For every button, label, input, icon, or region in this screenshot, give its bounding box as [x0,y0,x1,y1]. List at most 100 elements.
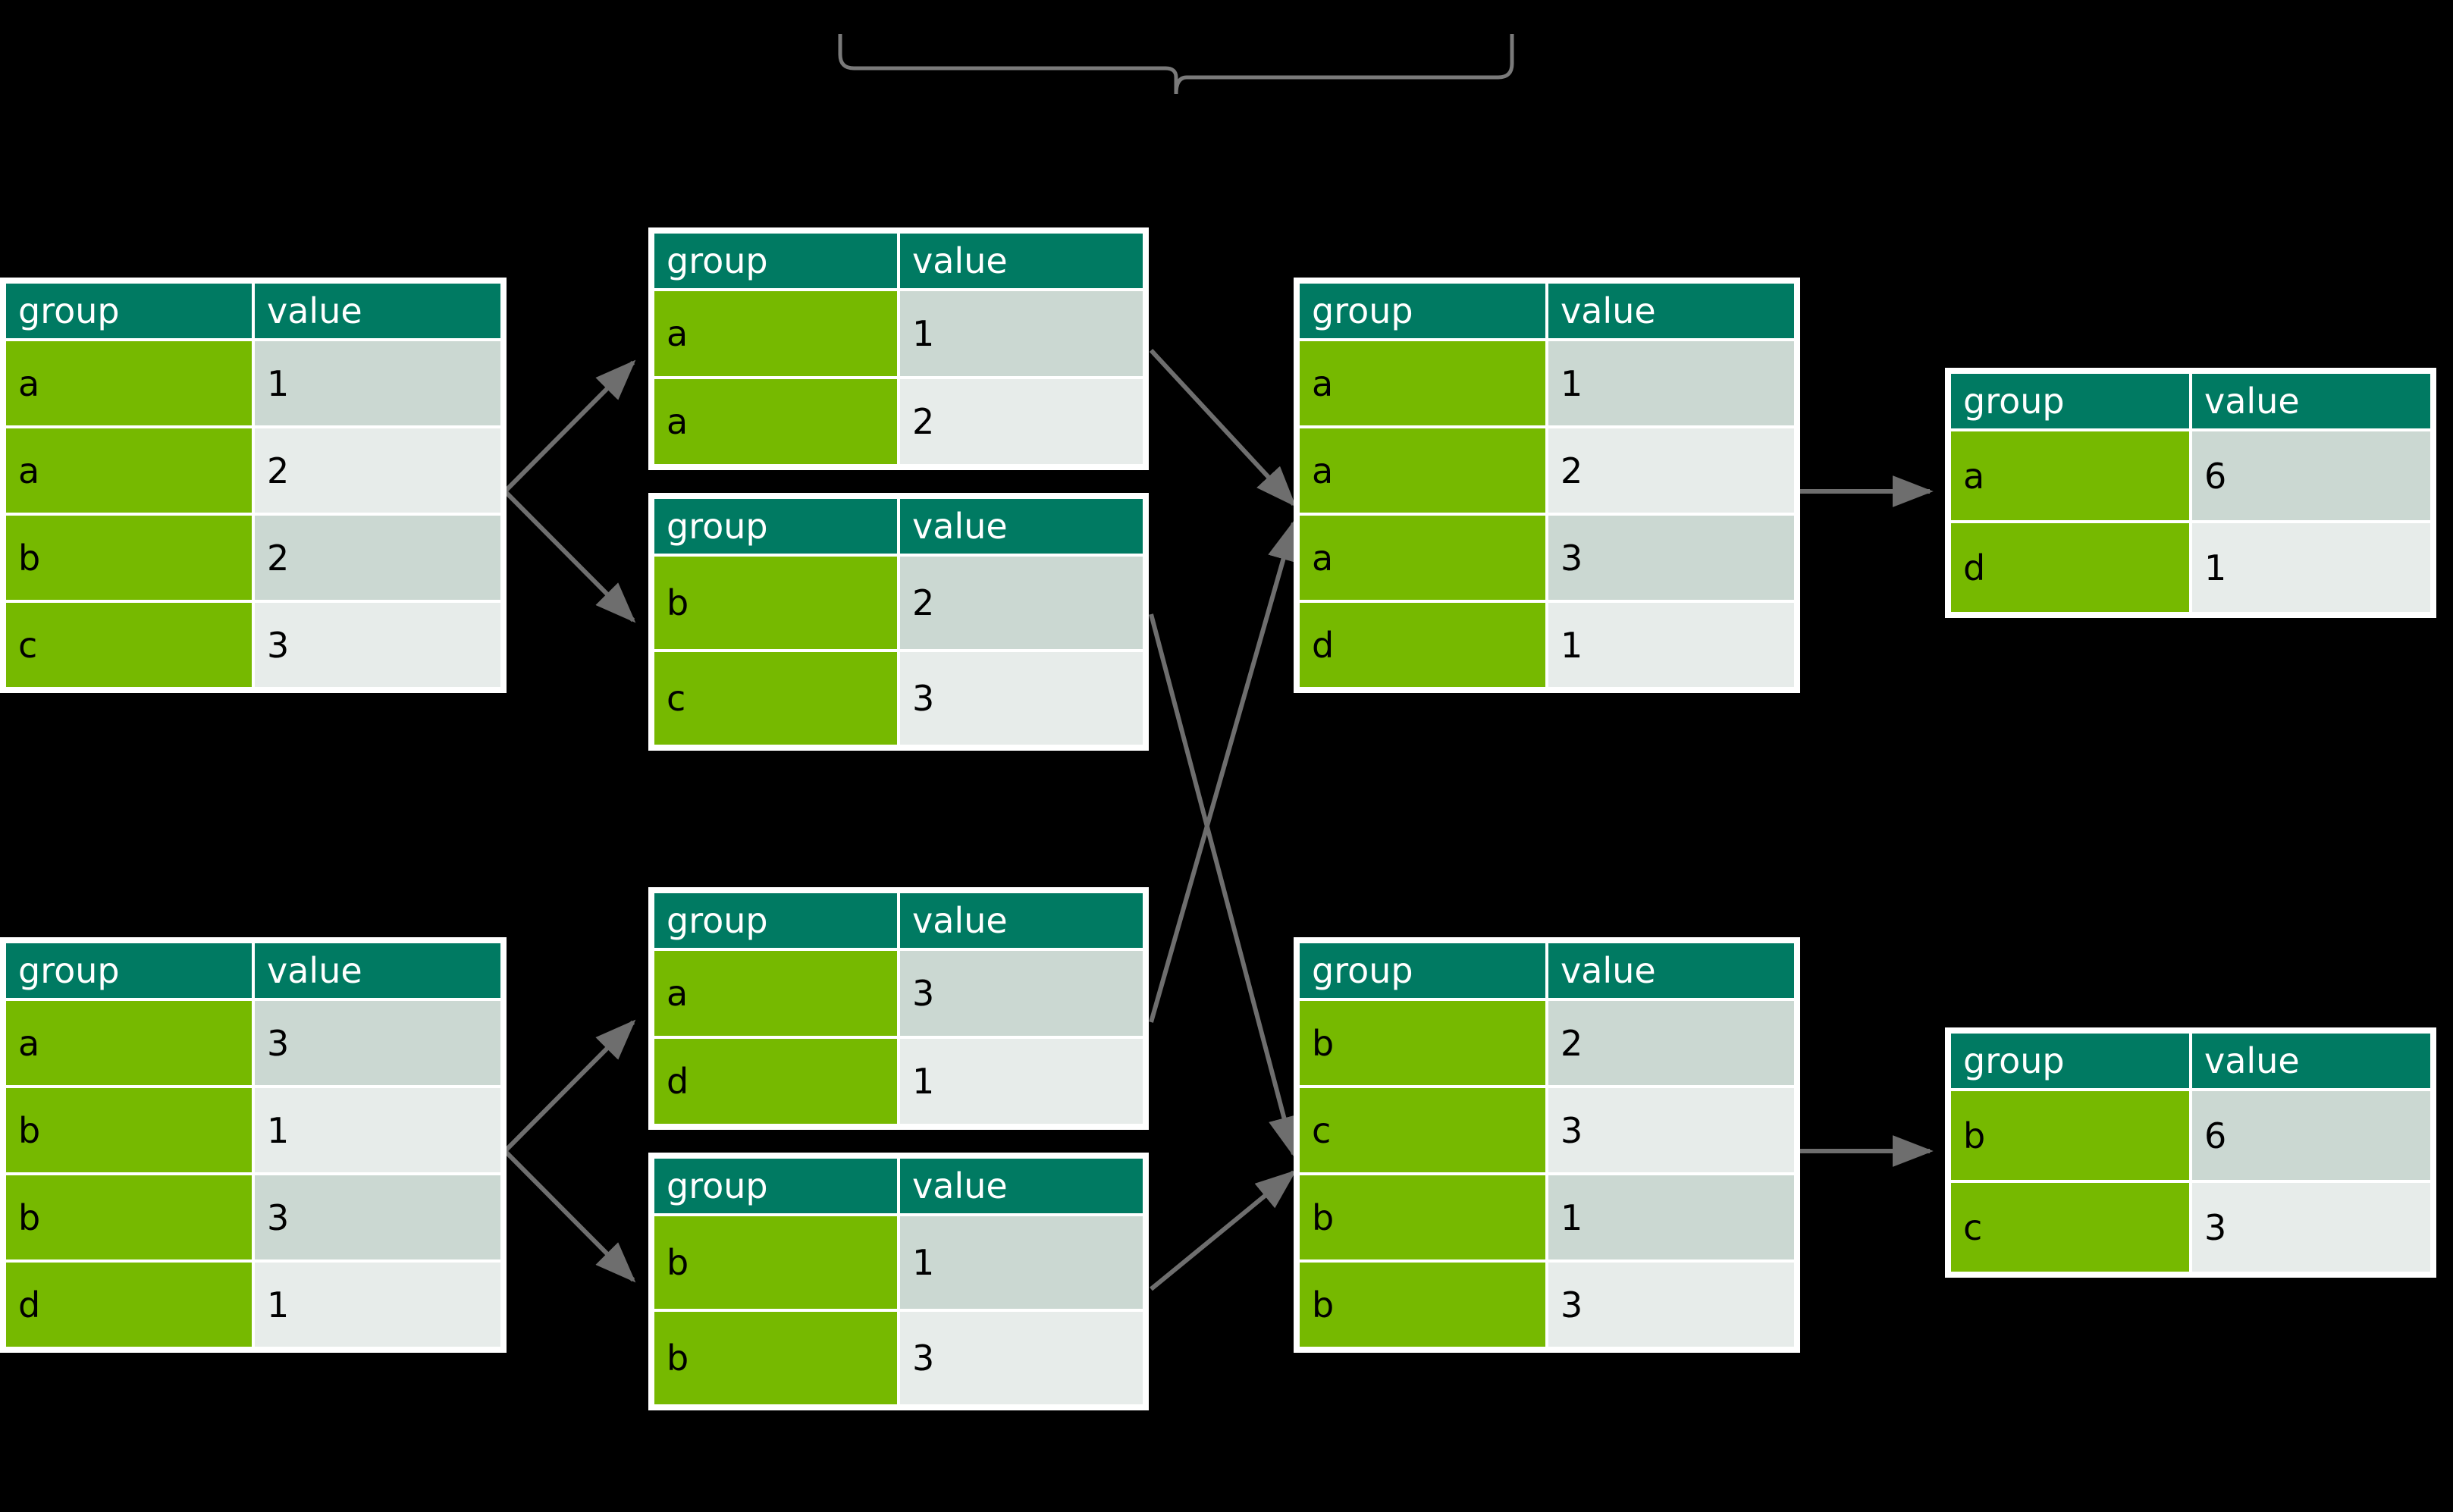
column-header-value: value [2192,1034,2430,1088]
cell-value: 1 [2192,523,2430,612]
cell-group: a [1951,431,2189,520]
cell-value: 6 [2192,1091,2430,1180]
cell-group: b [1300,1175,1545,1259]
column-header-value: value [255,284,500,338]
cell-value: 1 [900,1039,1143,1124]
edge-shuffle-1a-to-a [1149,348,1297,507]
cell-group: c [1951,1183,2189,1272]
cell-group: b [654,557,897,649]
cell-value: 2 [255,428,500,513]
cell-group: a [1300,341,1545,425]
top-brace-icon [838,34,1514,95]
column-header-group: group [1951,1034,2189,1088]
column-header-value: value [1548,284,1794,338]
cell-group: b [1300,1001,1545,1085]
cell-group: b [1951,1091,2189,1180]
cell-group: d [6,1263,252,1347]
cell-group: a [6,1001,252,1085]
column-header-group: group [1951,374,2189,428]
cell-value: 2 [1548,428,1794,513]
cell-value: 3 [255,1175,500,1259]
edge-shuffle-2b-to-b [1150,1169,1297,1291]
column-header-value: value [2192,374,2430,428]
cell-group: a [654,291,897,376]
column-header-group: group [1300,943,1545,998]
cell-value: 6 [2192,431,2430,520]
cell-value: 1 [255,1088,500,1172]
cell-value: 2 [900,557,1143,649]
cell-value: 3 [900,652,1143,745]
column-header-group: group [6,284,252,338]
cell-group: d [1951,523,2189,612]
cell-group: b [6,516,252,600]
cell-group: a [6,341,252,425]
cell-value: 1 [1548,603,1794,687]
cell-value: 2 [900,379,1143,464]
cell-group: b [1300,1263,1545,1347]
column-header-group: group [6,943,252,998]
column-header-value: value [900,1159,1143,1213]
column-header-value: value [900,499,1143,554]
edge-shuffle-2a-to-a [1149,519,1299,1023]
cell-group: c [654,652,897,745]
cell-value: 3 [900,1312,1143,1404]
cell-group: c [1300,1088,1545,1172]
cell-value: 2 [1548,1001,1794,1085]
cell-group: a [1300,516,1545,600]
cell-group: b [6,1175,252,1259]
column-header-value: value [1548,943,1794,998]
cell-value: 3 [1548,516,1794,600]
cell-value: 1 [255,1263,500,1347]
column-header-group: group [654,499,897,554]
column-header-group: group [654,234,897,288]
cell-value: 1 [255,341,500,425]
column-header-value: value [255,943,500,998]
